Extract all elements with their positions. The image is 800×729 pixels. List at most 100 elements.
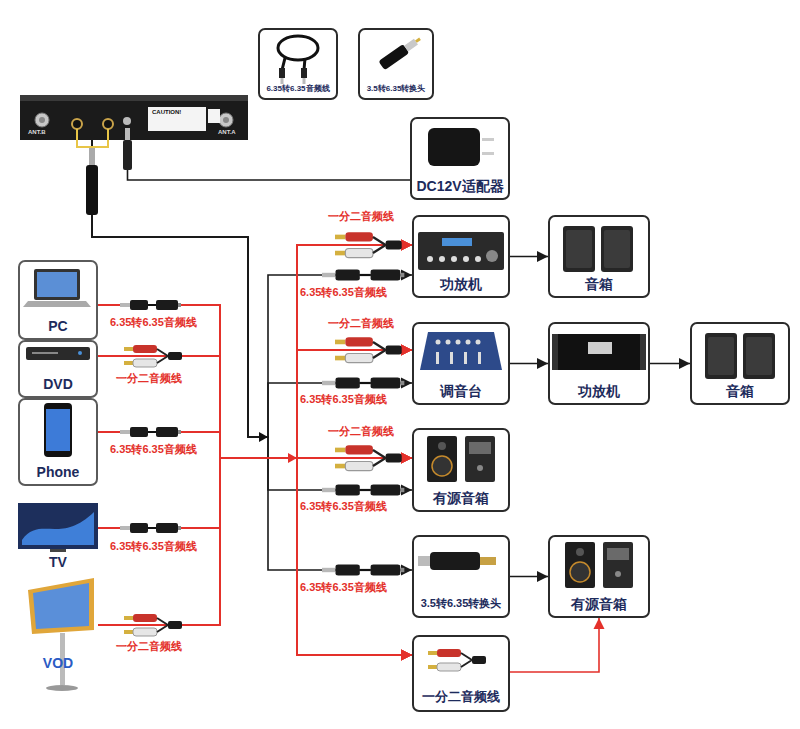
rca-splitter-cable <box>335 232 402 257</box>
wireless-receiver <box>208 109 220 123</box>
device-name: 一分二音频线 <box>422 690 500 705</box>
amplifier <box>475 256 481 262</box>
mixer <box>420 332 502 370</box>
source-name: PC <box>48 318 67 334</box>
mixer <box>466 340 471 345</box>
cable-label: 6.35转6.35音频线 <box>300 500 387 513</box>
coiled-cable-photo <box>278 36 318 84</box>
device-name: 有源音箱 <box>571 596 627 612</box>
source-name: DVD <box>43 376 73 392</box>
mixer <box>464 352 467 364</box>
source-box: DVD <box>18 340 98 398</box>
coiled-cable-photo <box>301 68 307 78</box>
power-adapter <box>428 128 494 166</box>
wireless-receiver <box>72 119 82 129</box>
adapter-plug-photo <box>378 44 409 70</box>
amplifier <box>418 232 504 270</box>
mixer <box>478 352 481 364</box>
cable-connector <box>98 245 412 458</box>
cable-label: 一分二音频线 <box>328 317 394 330</box>
rca-splitter-cable <box>335 445 402 470</box>
mixer <box>436 340 441 345</box>
dvd-player <box>26 347 90 360</box>
rca-splitter-cable <box>335 232 402 257</box>
laptop <box>23 301 91 307</box>
smartphone <box>46 409 70 451</box>
amplifier <box>442 238 472 246</box>
laptop <box>23 269 91 307</box>
device-name: 3.5转6.35转换头 <box>421 597 502 610</box>
cable-label: 6.35转6.35音频线 <box>300 393 387 406</box>
rack-amplifier <box>552 334 558 370</box>
receiver: ANT.BCAUTION!ANT.A <box>20 95 248 140</box>
jack-cable <box>322 485 404 496</box>
amplifier <box>418 232 504 270</box>
cable-connector <box>98 245 412 625</box>
mixer <box>436 352 439 364</box>
amplifier <box>486 250 498 262</box>
source-box: Phone <box>18 398 98 486</box>
rack-amplifier <box>640 334 646 370</box>
vod-kiosk <box>28 578 94 634</box>
cable-connector <box>98 458 412 625</box>
cable-connector <box>98 432 412 655</box>
device-name: 调音台 <box>440 383 482 399</box>
source-name: VOD <box>43 655 73 671</box>
device-box: 一分二音频线 <box>412 635 510 712</box>
source-item: VOD <box>18 575 98 693</box>
rca-splitter-cable <box>335 337 402 362</box>
adapter-box: DC12V适配器 <box>410 117 510 200</box>
cable-connector <box>98 458 412 655</box>
cable-connector <box>98 305 412 458</box>
wireless-receiver <box>123 117 131 125</box>
speaker-pair <box>705 333 775 379</box>
cable-connector <box>92 140 412 570</box>
dvd-player <box>78 351 82 355</box>
device-name: 功放机 <box>578 383 620 399</box>
jack-cable <box>322 565 404 576</box>
merge-arrow <box>288 453 297 463</box>
audio-plug <box>89 148 95 166</box>
jack-cable <box>120 427 181 437</box>
jack-cable <box>120 523 181 533</box>
speaker-pair <box>563 226 633 272</box>
television <box>18 503 98 552</box>
monitor-pair <box>427 436 495 482</box>
coiled-cable-photo <box>281 78 284 84</box>
cable-box: 3.5转6.35转换头 <box>358 28 434 100</box>
plug-adapter <box>480 557 496 565</box>
wireless-receiver <box>20 95 248 140</box>
cable-name: 6.35转6.35音频线 <box>266 84 329 93</box>
cable-label: 6.35转6.35音频线 <box>110 443 197 456</box>
wireless-receiver <box>20 95 248 140</box>
device-name: DC12V适配器 <box>416 178 503 194</box>
cable-connector <box>510 618 599 672</box>
jack-cable <box>322 270 404 281</box>
coiled-cable-photo <box>279 68 285 78</box>
cable-connector <box>98 356 412 655</box>
jack-cable <box>322 378 404 389</box>
dvd-player <box>32 352 58 354</box>
device-name: 音箱 <box>726 383 754 399</box>
source-box: PC <box>18 260 98 340</box>
television <box>50 549 66 552</box>
wireless-receiver <box>223 117 229 123</box>
rack-amplifier <box>552 334 646 370</box>
cable-connector <box>98 305 412 655</box>
source-item: TV <box>18 500 98 572</box>
jack-cable <box>322 565 404 576</box>
device-box: 有源音箱 <box>412 428 510 512</box>
dvd-player <box>26 347 90 360</box>
connector-group <box>92 140 690 672</box>
monitor-pair <box>565 542 633 588</box>
cable-label: 6.35转6.35音频线 <box>110 316 197 329</box>
device-box: 音箱 <box>690 322 790 405</box>
cable-connector <box>92 140 412 437</box>
cable-label: 6.35转6.35音频线 <box>110 540 197 553</box>
cable-connector <box>128 140 411 180</box>
device-name: 有源音箱 <box>433 490 489 506</box>
rca-splitter-cable <box>335 445 402 470</box>
dc-plug <box>123 140 132 170</box>
